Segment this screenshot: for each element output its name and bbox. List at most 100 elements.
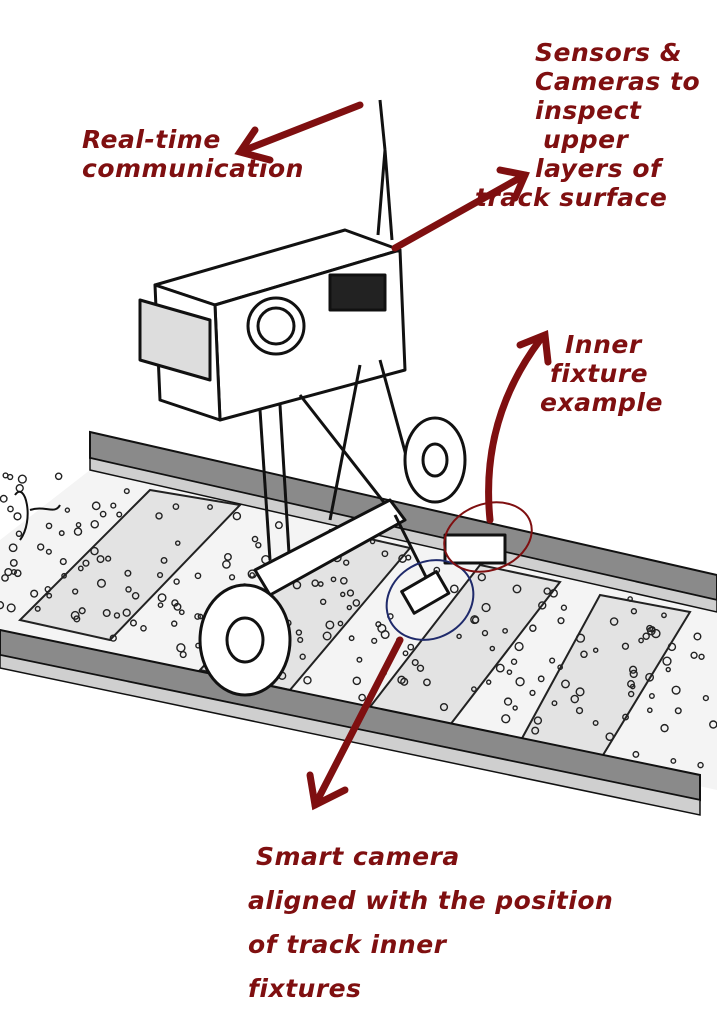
gravel-stone bbox=[173, 578, 180, 585]
gravel-stone bbox=[317, 581, 324, 587]
gravel-stone bbox=[340, 591, 346, 598]
gravel-stone bbox=[698, 653, 705, 660]
gravel-stone bbox=[375, 621, 382, 628]
gravel-stone bbox=[91, 501, 101, 511]
gravel-stone bbox=[515, 677, 525, 687]
gravel-stone bbox=[34, 605, 41, 612]
gravel-stone bbox=[337, 620, 344, 627]
gravel-stone bbox=[172, 503, 180, 510]
gravel-stone bbox=[64, 507, 71, 513]
gravel-stone bbox=[30, 589, 39, 598]
gravel-stone bbox=[228, 574, 236, 581]
label-line: Inner bbox=[565, 330, 642, 359]
gravel-stone bbox=[9, 559, 18, 567]
gravel-stone bbox=[222, 560, 231, 569]
gravel-stone bbox=[648, 692, 655, 699]
gravel-stone bbox=[330, 576, 337, 583]
gravel-stone bbox=[249, 572, 256, 578]
gravel-stone bbox=[176, 643, 186, 653]
gravel-stone bbox=[343, 559, 350, 566]
gravel-stone bbox=[178, 609, 185, 616]
gravel-stone bbox=[489, 645, 496, 652]
gravel-stone bbox=[122, 608, 131, 617]
gravel-stone bbox=[96, 578, 107, 588]
gravel-stone bbox=[514, 641, 524, 652]
gravel-stone bbox=[449, 584, 459, 594]
gravel-stone bbox=[194, 572, 202, 580]
gravel-stone bbox=[125, 586, 132, 593]
gravel-stone bbox=[1, 574, 9, 582]
gravel-stone bbox=[70, 610, 80, 620]
label-line: Smart camera bbox=[256, 842, 460, 871]
gravel-stone bbox=[660, 723, 669, 733]
gravel-stone bbox=[13, 569, 22, 578]
gravel-stone bbox=[628, 665, 638, 674]
gravel-stone bbox=[592, 647, 599, 653]
gravel-stone bbox=[105, 555, 112, 562]
gravel-stone bbox=[580, 650, 588, 659]
gravel-stone bbox=[627, 680, 635, 688]
gravel-stone bbox=[551, 700, 558, 707]
gravel-stone bbox=[402, 650, 409, 657]
gravel-stone bbox=[339, 576, 348, 585]
gravel-stone bbox=[356, 656, 363, 663]
gravel-stone bbox=[512, 584, 522, 594]
gravel-stone bbox=[352, 599, 361, 607]
gravel-stone bbox=[174, 540, 181, 546]
gravel-stone bbox=[560, 604, 568, 611]
gravel-stone bbox=[627, 690, 635, 698]
gravel-stone bbox=[557, 617, 565, 625]
gravel-stone bbox=[621, 642, 630, 650]
gravel-stone bbox=[75, 522, 82, 528]
gravel-stone bbox=[531, 726, 540, 735]
gravel-stone bbox=[194, 613, 201, 620]
gravel-stone bbox=[557, 664, 564, 671]
label-line: aligned with the position bbox=[248, 886, 614, 915]
gravel-stone bbox=[549, 657, 556, 664]
label-line: Sensors & bbox=[535, 38, 683, 67]
gravel-stone bbox=[501, 714, 511, 724]
gravel-stone bbox=[380, 630, 390, 639]
gravel-stone bbox=[605, 732, 615, 741]
gravel-stone bbox=[405, 554, 412, 561]
robot bbox=[138, 99, 507, 697]
gravel-stone bbox=[45, 522, 53, 530]
gravel-stone bbox=[99, 510, 107, 518]
gravel-stone bbox=[8, 543, 18, 553]
gravel-stone bbox=[124, 569, 132, 577]
gravel-stone bbox=[646, 707, 653, 714]
gravel-stone bbox=[381, 550, 389, 558]
gravel-stone bbox=[352, 676, 362, 686]
gravel-stone bbox=[510, 658, 518, 665]
gravel-stone bbox=[61, 572, 67, 579]
gravel-stone bbox=[13, 512, 22, 521]
gravel-stone bbox=[303, 676, 312, 685]
gravel-stone bbox=[59, 558, 67, 566]
gravel-stone bbox=[54, 472, 63, 481]
label-line: inspect bbox=[535, 96, 642, 125]
gravel-stone bbox=[661, 612, 667, 619]
label-line: fixture bbox=[550, 359, 649, 388]
gravel-stone bbox=[346, 589, 355, 597]
gravel-stone bbox=[638, 637, 644, 644]
gravel-stone bbox=[632, 750, 640, 758]
gravel-stone bbox=[157, 593, 167, 603]
gravel-stone bbox=[481, 602, 491, 613]
gravel-stone bbox=[439, 702, 449, 712]
gravel-stone bbox=[7, 505, 14, 513]
gravel-stone bbox=[575, 706, 584, 715]
gravel-stone bbox=[46, 592, 53, 599]
gravel-stone bbox=[693, 632, 702, 641]
gravel-stone bbox=[630, 608, 638, 615]
gravel-stone bbox=[15, 530, 23, 538]
gravel-stone bbox=[58, 530, 65, 537]
annotation-arrows bbox=[234, 101, 552, 811]
gravel-stone bbox=[251, 535, 259, 543]
gravel-stone bbox=[529, 624, 537, 632]
gravel-stone bbox=[411, 658, 419, 667]
